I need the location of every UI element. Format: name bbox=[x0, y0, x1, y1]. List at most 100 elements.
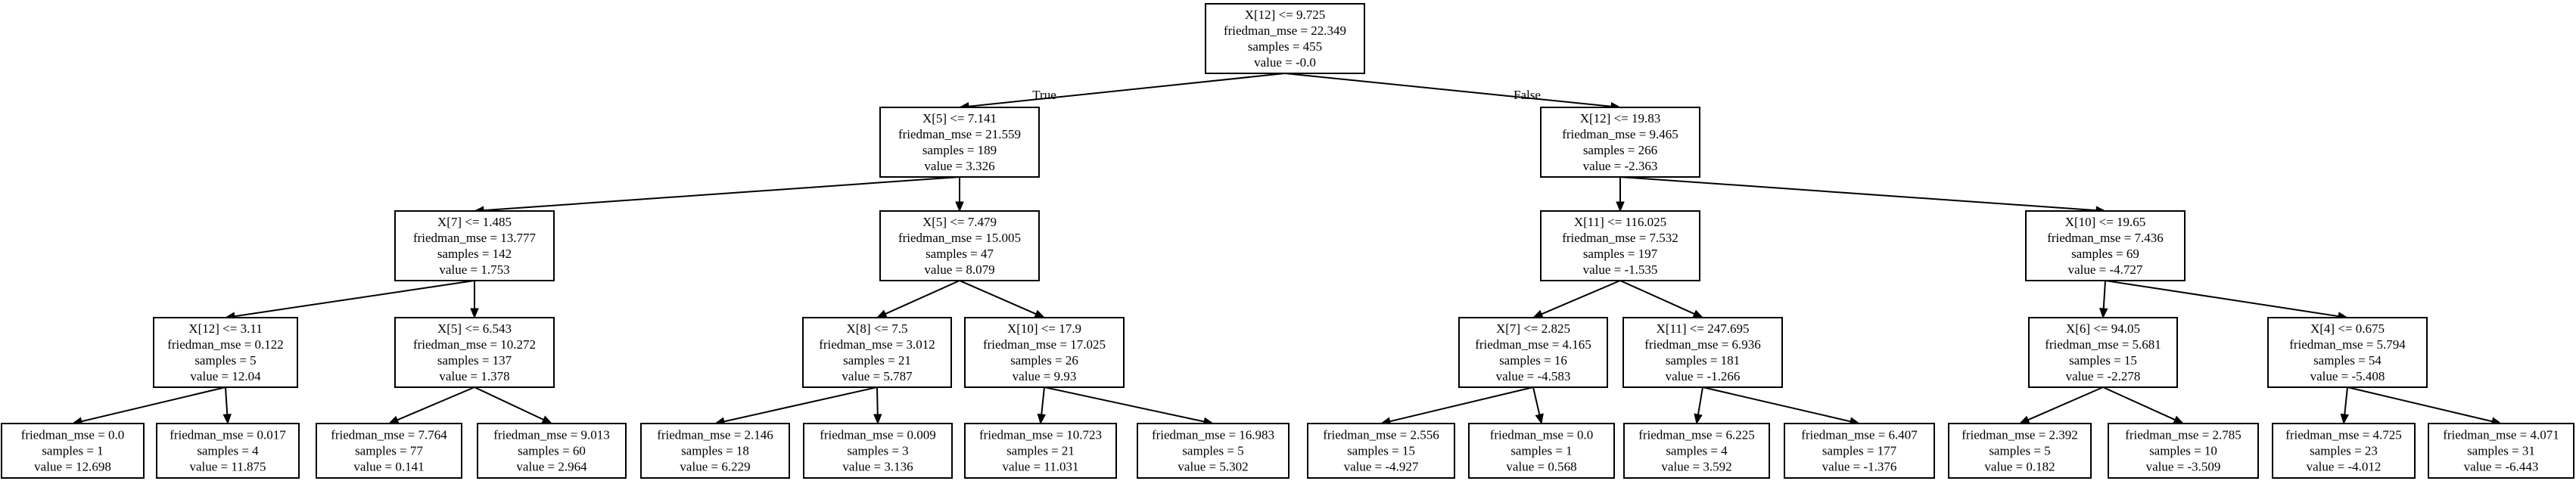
node-text-line: samples = 266 bbox=[1583, 143, 1657, 157]
node-text-line: samples = 137 bbox=[437, 353, 512, 368]
node-text-line: samples = 142 bbox=[437, 247, 512, 261]
edge-line bbox=[2027, 386, 2104, 421]
edge-line bbox=[483, 176, 960, 212]
edge-n9-n19 bbox=[714, 386, 878, 426]
node-text-line: friedman_mse = 5.681 bbox=[2045, 337, 2161, 352]
node-box bbox=[2028, 317, 2178, 388]
node-box bbox=[1540, 107, 1700, 178]
node-text-line: X[12] <= 3.11 bbox=[188, 321, 262, 336]
edge-n3-n8 bbox=[470, 281, 479, 319]
arrowhead-icon bbox=[541, 415, 553, 424]
node-text-line: X[12] <= 19.83 bbox=[1580, 111, 1661, 126]
edge-n14-n29 bbox=[2340, 386, 2349, 425]
edge-line bbox=[876, 386, 879, 415]
node-box bbox=[2272, 423, 2416, 479]
node-text-line: X[7] <= 1.485 bbox=[437, 215, 512, 229]
node-text-line: samples = 455 bbox=[1248, 39, 1322, 54]
edge-line bbox=[2347, 386, 2493, 423]
node-text-line: friedman_mse = 0.017 bbox=[170, 428, 286, 442]
node-text-line: X[11] <= 116.025 bbox=[1574, 215, 1666, 229]
node-text-line: samples = 54 bbox=[2313, 353, 2382, 368]
node-text-line: value = 1.753 bbox=[439, 262, 509, 277]
node-text-line: value = 0.141 bbox=[353, 460, 424, 474]
node-text-line: X[5] <= 7.479 bbox=[922, 215, 997, 229]
node-text-line: value = 11.875 bbox=[189, 460, 266, 474]
edge-line bbox=[885, 280, 960, 315]
edge-n10-n22 bbox=[1044, 386, 1215, 427]
node-text-line: value = -4.583 bbox=[1496, 369, 1571, 383]
arrowhead-icon bbox=[2173, 415, 2185, 424]
node-text-line: value = -2.278 bbox=[2066, 369, 2141, 383]
edge-line bbox=[1284, 73, 1612, 107]
node-text-line: samples = 21 bbox=[1006, 444, 1075, 458]
node-text-line: samples = 26 bbox=[1010, 353, 1078, 368]
edge-n14-n30 bbox=[2347, 386, 2503, 426]
node-box bbox=[1468, 423, 1615, 479]
arrowhead-icon bbox=[2098, 308, 2108, 319]
edge-line bbox=[2105, 280, 2339, 318]
node-text-line: samples = 15 bbox=[1347, 444, 1415, 458]
node-text-line: X[10] <= 19.65 bbox=[2065, 215, 2146, 229]
edge-line bbox=[2102, 280, 2106, 309]
node-box bbox=[879, 210, 1040, 281]
node-text-line: friedman_mse = 9.013 bbox=[493, 428, 610, 442]
edge-line bbox=[959, 280, 1037, 315]
node-text-line: samples = 181 bbox=[1666, 353, 1740, 368]
node-text-line: friedman_mse = 7.436 bbox=[2047, 231, 2164, 245]
edge-line bbox=[723, 386, 878, 423]
node-text-line: samples = 5 bbox=[1989, 444, 2050, 458]
edge-n1-n4 bbox=[955, 177, 964, 213]
node-text-line: samples = 5 bbox=[1182, 444, 1243, 458]
node-box bbox=[1540, 210, 1700, 281]
node-box bbox=[2267, 317, 2428, 388]
edge-n4-n9 bbox=[876, 280, 960, 318]
arrowhead-icon bbox=[876, 309, 888, 318]
edge-n10-n21 bbox=[1037, 386, 1046, 425]
node-text-line: X[12] <= 9.725 bbox=[1245, 8, 1326, 22]
node-box bbox=[964, 317, 1125, 388]
edge-n4-n10 bbox=[959, 280, 1046, 318]
edge-n6-n13 bbox=[2098, 280, 2108, 319]
node-text-line: value = -1.376 bbox=[1822, 460, 1897, 474]
node-text-line: samples = 197 bbox=[1583, 247, 1658, 261]
edge-n3-n7 bbox=[224, 280, 475, 321]
node-box bbox=[964, 423, 1117, 479]
node-box bbox=[1, 423, 145, 479]
node-box bbox=[394, 210, 555, 281]
edge-n11-n23 bbox=[1380, 386, 1534, 426]
edge-line bbox=[474, 386, 544, 420]
edge-n11-n24 bbox=[1532, 386, 1544, 425]
node-text-line: value = 3.136 bbox=[842, 460, 913, 474]
node-box bbox=[1622, 317, 1783, 388]
node-text-line: value = -4.727 bbox=[2068, 262, 2143, 277]
edge-line bbox=[234, 280, 475, 318]
node-text-line: value = 9.93 bbox=[1013, 369, 1077, 383]
node-text-line: value = -3.509 bbox=[2146, 460, 2221, 474]
node-text-line: friedman_mse = 2.556 bbox=[1323, 428, 1439, 442]
arrowhead-icon bbox=[470, 308, 479, 319]
node-box bbox=[803, 423, 953, 479]
edge-line bbox=[1697, 386, 1703, 415]
node-text-line: value = 2.964 bbox=[516, 460, 587, 474]
node-box bbox=[1458, 317, 1608, 388]
node-text-line: X[6] <= 94.05 bbox=[2066, 321, 2140, 336]
node-text-line: value = 0.182 bbox=[1984, 460, 2055, 474]
edge-n0-n2: False bbox=[1284, 73, 1622, 111]
